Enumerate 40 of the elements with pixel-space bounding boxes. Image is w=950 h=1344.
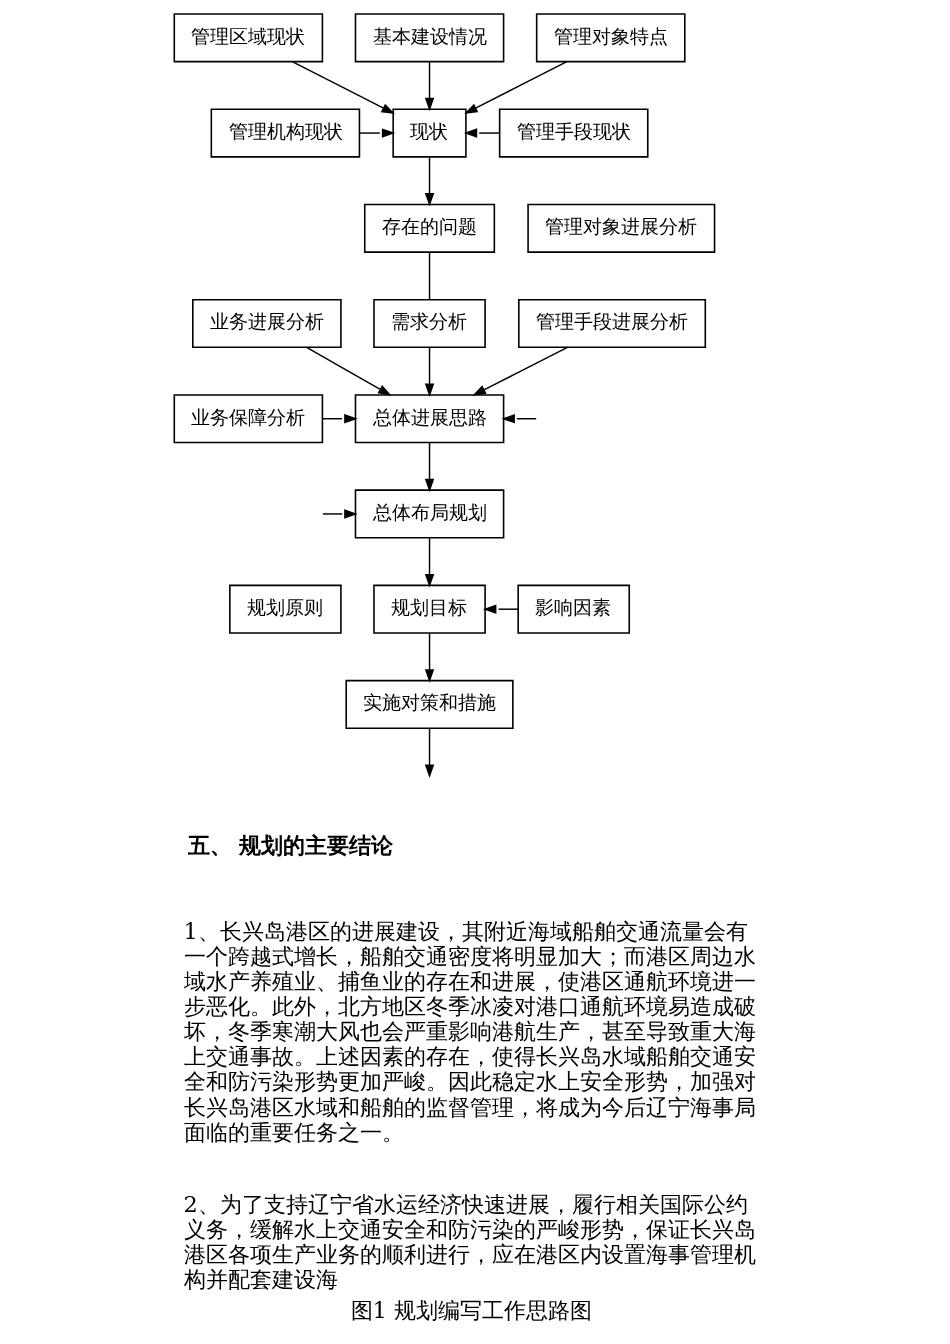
connector <box>428 251 430 301</box>
arrow <box>424 442 434 493</box>
arrow <box>424 537 434 588</box>
arrow <box>424 632 434 683</box>
arrow <box>500 414 537 424</box>
arrow <box>424 347 434 397</box>
node-box: 业务进展分析 <box>191 298 342 349</box>
arrow <box>424 61 434 112</box>
node-box: 需求分析 <box>372 298 486 349</box>
node-box: 管理区域现状 <box>173 13 323 63</box>
node-box: 管理机构现状 <box>210 108 360 158</box>
arrow <box>463 128 500 138</box>
label: 2、为了支持辽宁省水运经济快速进展，履行相关国际公约义务，缓解水上交通安全和防污染的严峻形势，保证长兴岛港区各项生产业务的顺利进行，应在港区内设置海事管理机构并配套建设海 <box>183 1190 756 1293</box>
node-box: 存在的问题 <box>363 203 495 253</box>
label: 1、长兴岛港区的进展建设，其附近海域船舶交通流量会有一个跨越式增长，船舶交通密度将明显加大；而港区周边水域水产养殖业、捕鱼业的存在和进展，使港区通航环境进一步恶化。此外，北方地区冬季冰凌对港口通航环境易造成破坏，冬季寒潮大风也会严重影响港航生产，甚至导致重大海上交通事故。上述因素的存在，使得长兴岛水域船舶交通安全和防污染形势更加严峻。因此稳定水上安全形势，加强对长兴岛港区水域和船舶的监督管理，将成为今后辽宁海事局面临的重要任务之一。 <box>183 917 756 1145</box>
arrow <box>321 414 358 424</box>
arrow <box>463 61 567 115</box>
node-box: 现状 <box>391 108 467 158</box>
node-box: 管理手段现状 <box>498 108 649 158</box>
node-box: 基本建设情况 <box>354 13 504 63</box>
node-box: 规划原则 <box>228 584 342 634</box>
node-box: 管理对象进展分析 <box>526 203 715 253</box>
arrow <box>424 727 434 778</box>
arrow <box>291 61 395 115</box>
node-box: 管理对象特点 <box>535 13 686 63</box>
arrow <box>482 604 519 614</box>
node-box: 规划目标 <box>372 584 486 634</box>
arrow <box>471 346 568 396</box>
node-box: 业务保障分析 <box>173 394 323 444</box>
node-box: 总体进展思路 <box>354 394 504 444</box>
label: 五、 规划的主要结论 <box>187 832 393 859</box>
node-box: 影响因素 <box>516 584 630 634</box>
arrow <box>358 128 395 138</box>
node-box: 总体布局规划 <box>354 489 504 539</box>
node-box: 管理手段进展分析 <box>517 298 706 349</box>
caption: 图1 规划编写工作思路图 <box>350 1296 592 1323</box>
arrow <box>321 509 358 519</box>
node-box: 实施对策和措施 <box>344 679 514 729</box>
arrow <box>424 156 434 207</box>
arrow <box>305 346 391 396</box>
